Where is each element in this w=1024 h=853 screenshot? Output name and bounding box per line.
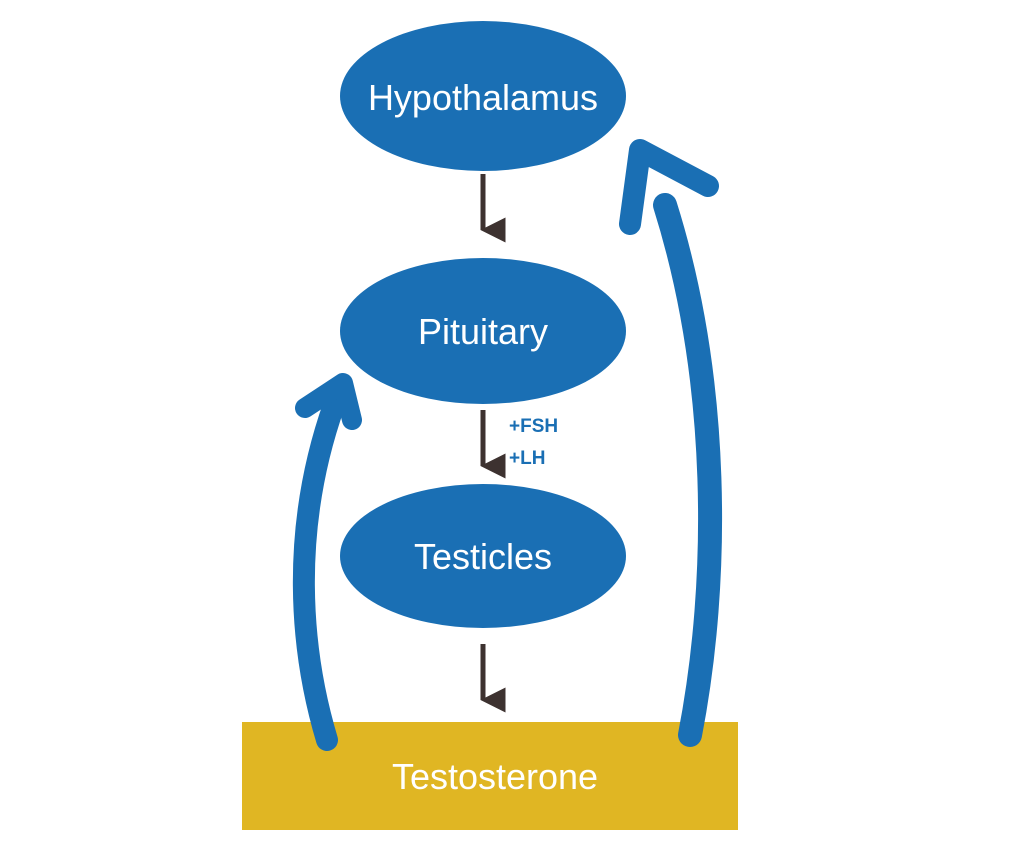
testosterone-label: Testosterone [392, 756, 598, 797]
testicles-node [340, 484, 626, 628]
feedback-arrow-to-hypothalamus [619, 139, 723, 747]
pituitary-label: Pituitary [418, 311, 548, 352]
fsh-label: +FSH [509, 416, 558, 437]
feedback-arrow-to-pituitary [292, 373, 362, 751]
hypothalamus-label: Hypothalamus [368, 77, 598, 118]
lh-label: +LH [509, 448, 545, 469]
hypothalamus-node [340, 21, 626, 171]
testicles-label: Testicles [414, 536, 552, 577]
pituitary-node [340, 258, 626, 404]
